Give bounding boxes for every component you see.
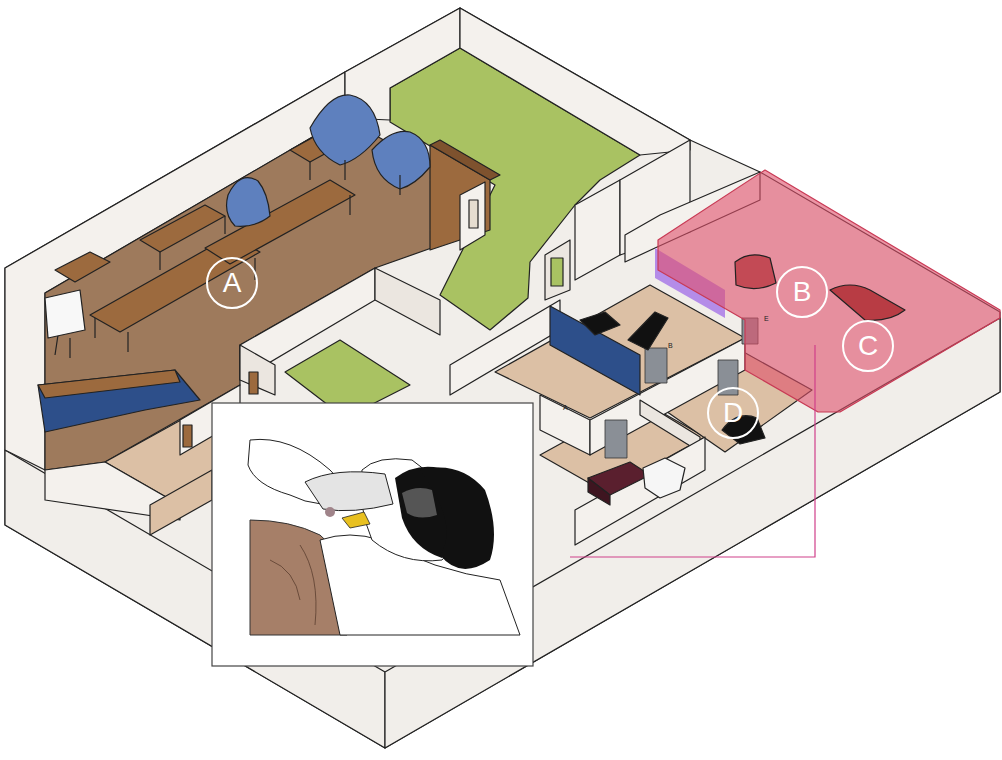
door-mark: E [764, 315, 769, 322]
callout-letter: D [723, 399, 743, 427]
callout-letter: A [223, 269, 242, 297]
callout-letter: C [858, 332, 878, 360]
door-mark: A [563, 404, 568, 411]
callout-circle: D [707, 387, 759, 439]
callout-circle: A [206, 257, 258, 309]
callout-letter: B [793, 278, 812, 306]
callout-circle: C [842, 320, 894, 372]
callout-circle: B [776, 266, 828, 318]
door-mark: B [668, 342, 673, 349]
